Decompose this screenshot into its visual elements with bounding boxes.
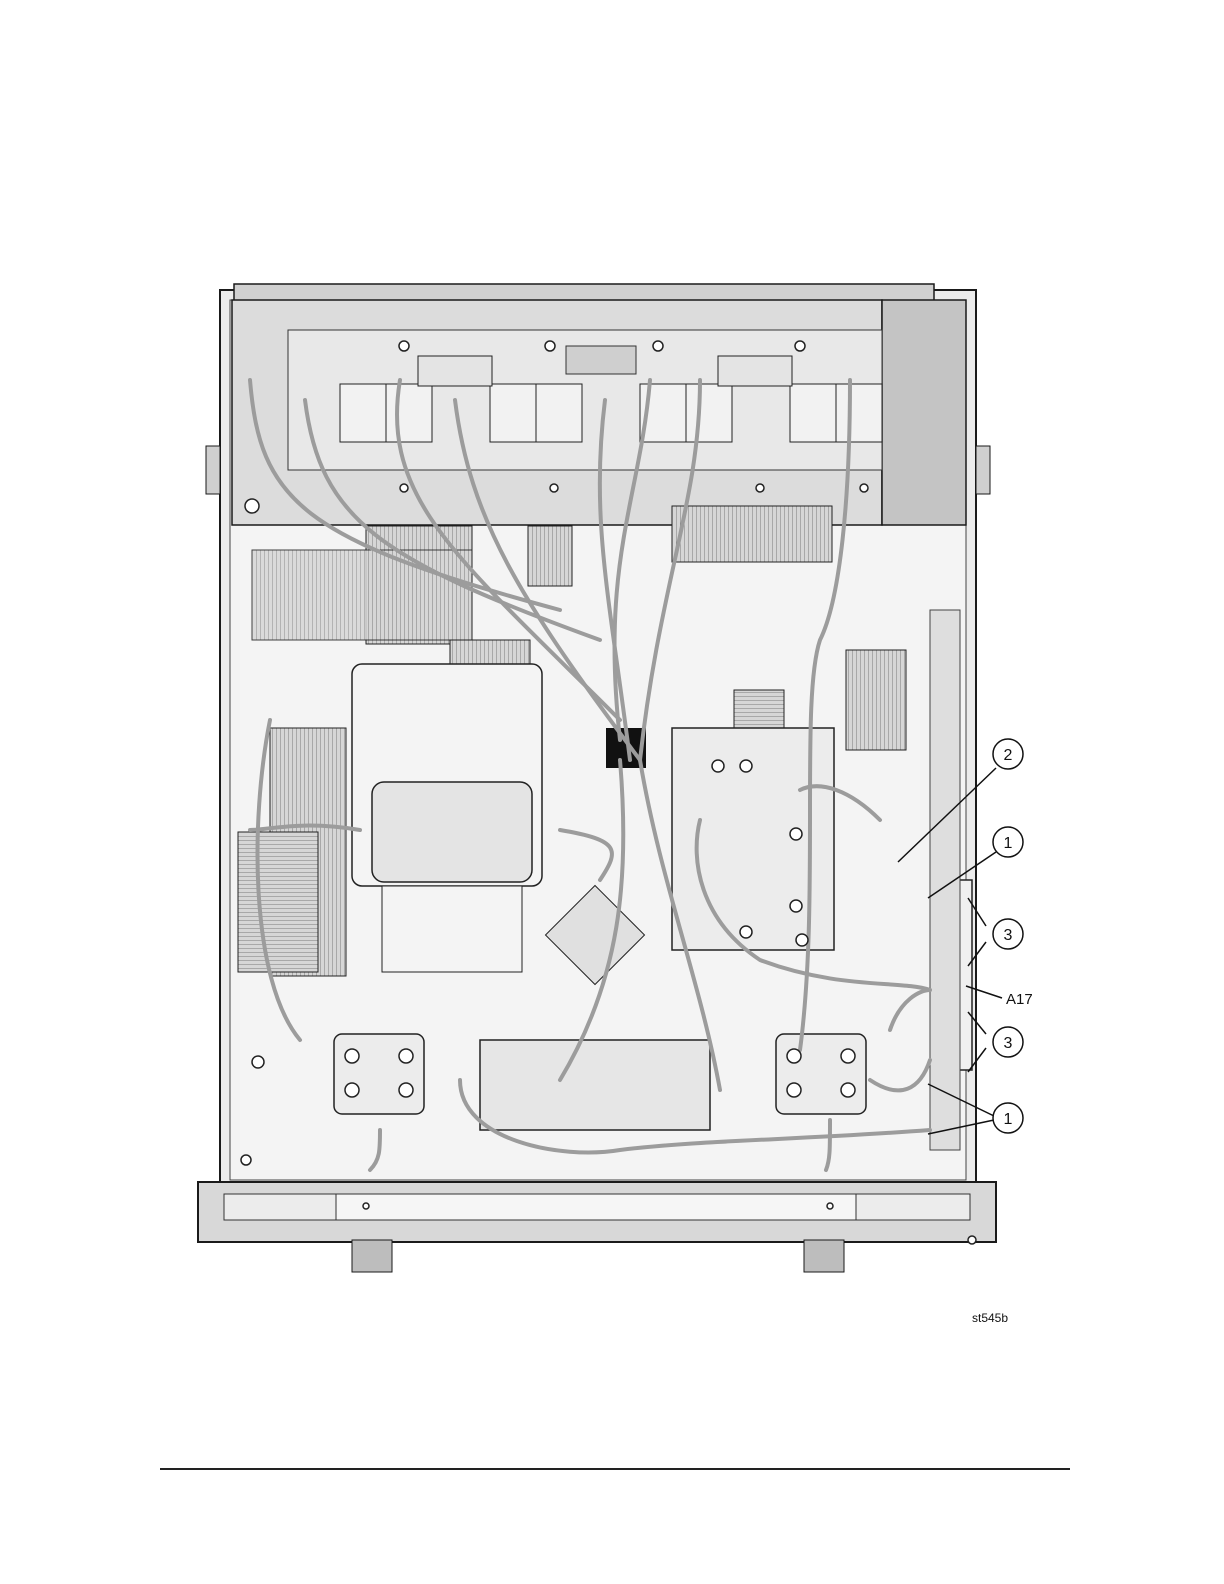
callout-2-number: 2 <box>1004 747 1013 764</box>
callout-1-lower-number: 1 <box>1004 1111 1013 1128</box>
callout-3-upper: 3 <box>993 919 1023 949</box>
callout-1-upper-number: 1 <box>1004 835 1013 852</box>
callout-2: 2 <box>993 739 1023 769</box>
callout-3-upper-number: 3 <box>1004 927 1013 944</box>
callout-1-lower: 1 <box>993 1103 1023 1133</box>
callout-3-lower-number: 3 <box>1004 1035 1013 1052</box>
callout-3-lower: 3 <box>993 1027 1023 1057</box>
figure-id: st545b <box>972 1311 1008 1325</box>
footer-rule <box>160 1468 1070 1470</box>
callout-1-upper: 1 <box>993 827 1023 857</box>
component-label-a17: A17 <box>1006 991 1033 1008</box>
